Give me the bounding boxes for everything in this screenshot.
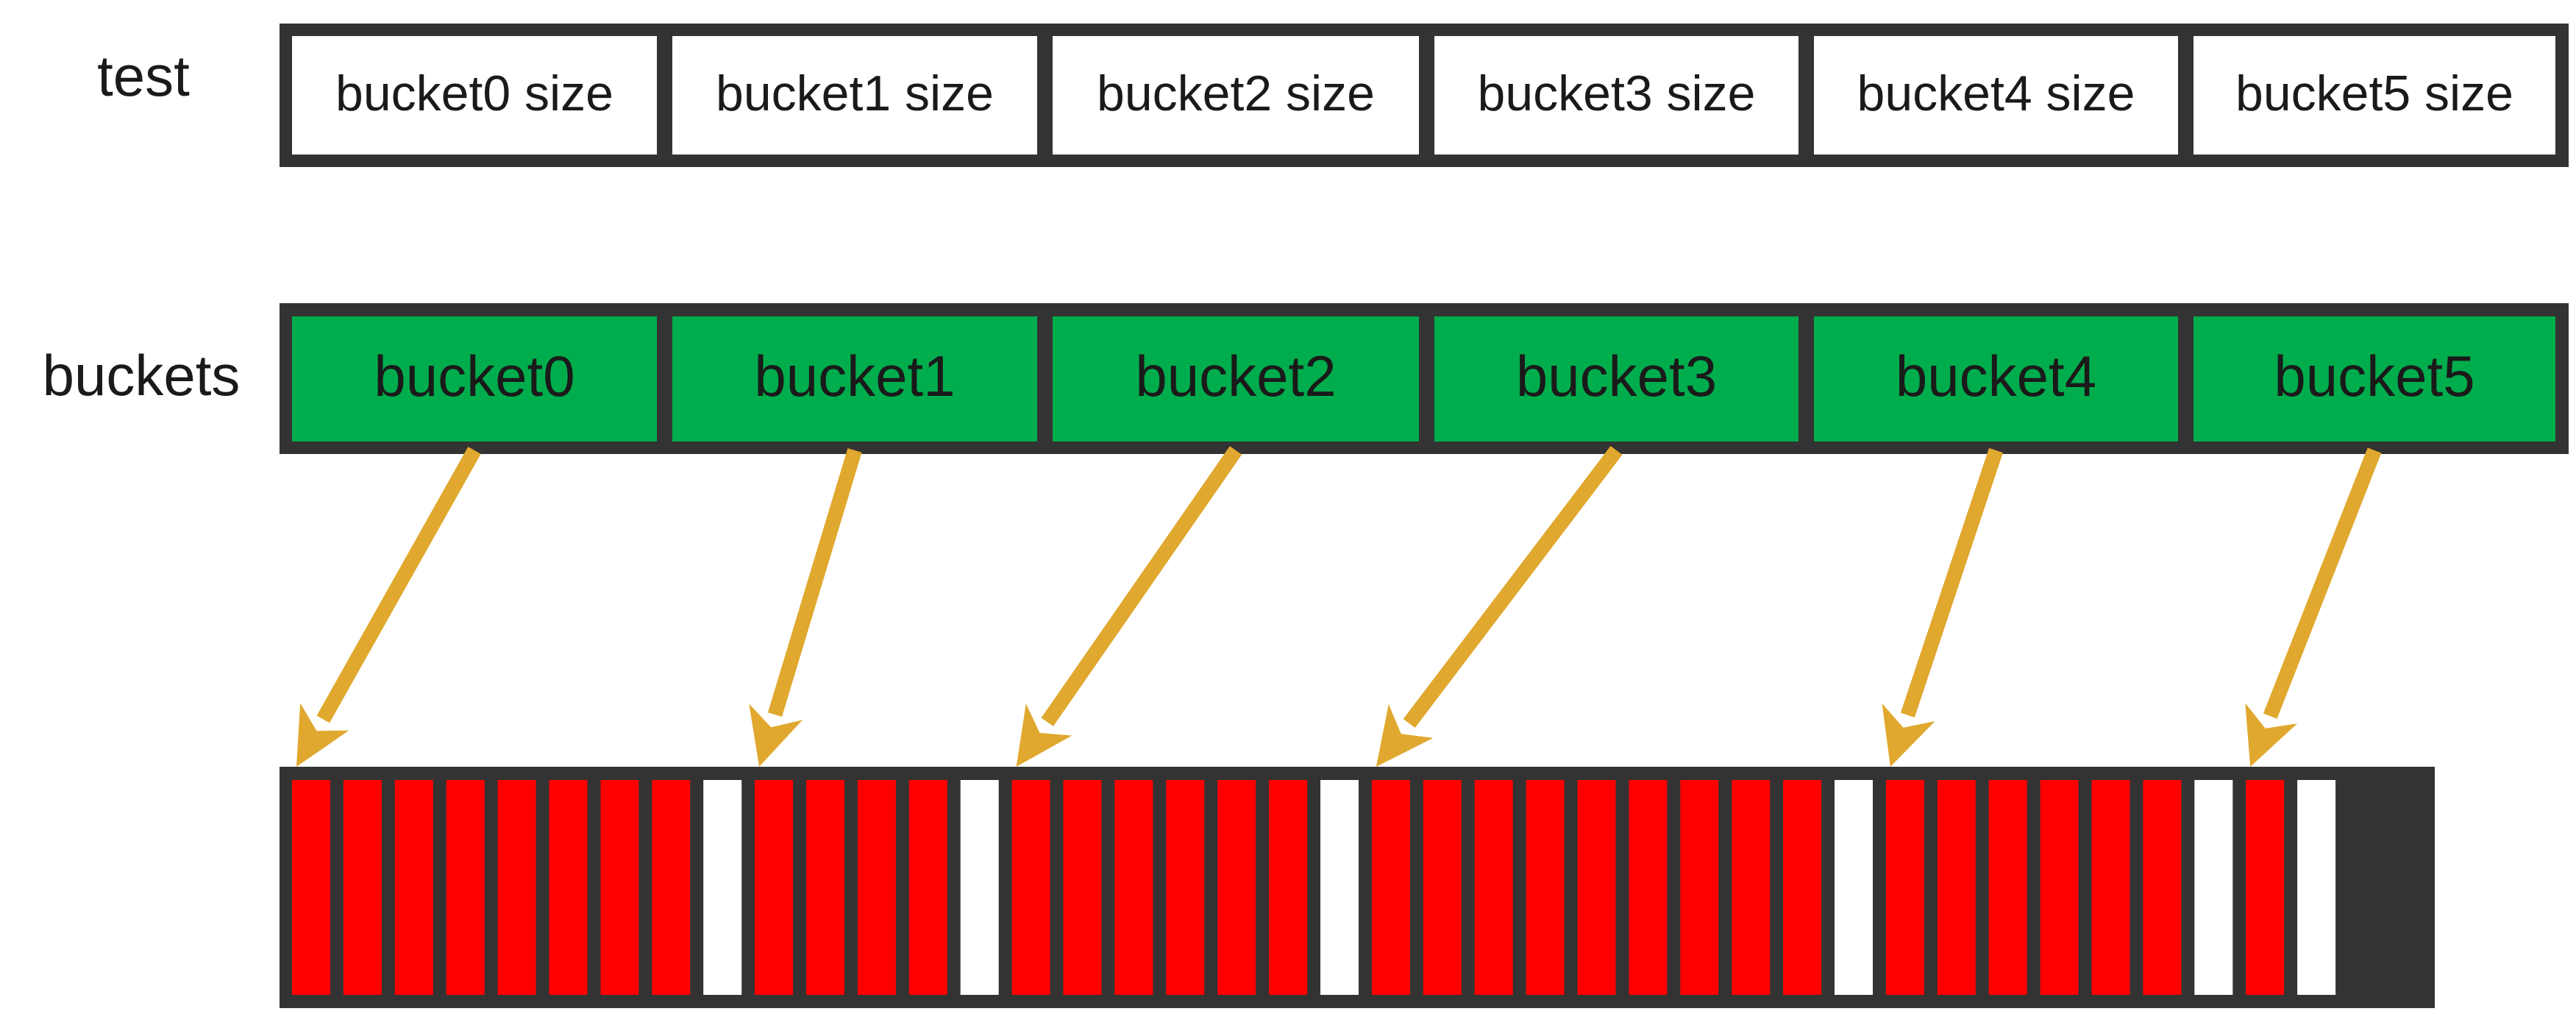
bucket-cell-5 xyxy=(2193,316,2555,442)
arrow-bucket2 xyxy=(1016,446,1242,767)
bucket-cell-label-0: bucket0 xyxy=(374,344,574,408)
bucket-cell-label-5: bucket5 xyxy=(2274,344,2474,408)
slot-12-used xyxy=(908,780,947,995)
slot-32-used xyxy=(1937,780,1976,995)
slot-27-used xyxy=(1680,780,1719,995)
slot-11-used xyxy=(857,780,896,995)
slot-8-empty xyxy=(703,780,742,995)
storage-slots xyxy=(292,780,2336,995)
size-cell-label-2: bucket2 size xyxy=(1097,65,1375,121)
slot-26-used xyxy=(1629,780,1668,995)
size-cell-3 xyxy=(1434,36,1798,155)
bucket-cell-2 xyxy=(1053,316,1419,442)
slot-23-used xyxy=(1474,780,1513,995)
arrow-bucket0 xyxy=(296,447,481,767)
row-label-buckets: buckets xyxy=(43,343,241,408)
slot-15-used xyxy=(1063,780,1102,995)
slot-37-empty xyxy=(2194,780,2233,995)
slot-2-used xyxy=(394,780,433,995)
slot-24-used xyxy=(1526,780,1565,995)
arrow-bucket1 xyxy=(749,448,862,767)
size-cell-label-1: bucket1 size xyxy=(716,65,994,121)
size-cell-0 xyxy=(292,36,657,155)
size-cell-label-5: bucket5 size xyxy=(2235,65,2513,121)
bucket-cell-label-2: bucket2 xyxy=(1135,344,1336,408)
slot-33-used xyxy=(1988,780,2027,995)
slot-4-used xyxy=(497,780,536,995)
slot-21-used xyxy=(1371,780,1410,995)
bucket-cell-label-4: bucket4 xyxy=(1896,344,2096,408)
slot-9-used xyxy=(755,780,794,995)
bucket-cell-0 xyxy=(292,316,657,442)
slot-14-used xyxy=(1011,780,1050,995)
slot-38-used xyxy=(2246,780,2285,995)
arrow-bucket4 xyxy=(1882,447,2003,767)
size-cell-label-3: bucket3 size xyxy=(1478,65,1756,121)
slot-31-used xyxy=(1885,780,1924,995)
slot-5-used xyxy=(549,780,588,995)
slot-3-used xyxy=(446,780,485,995)
slot-29-used xyxy=(1783,780,1822,995)
test-row-cells: bucket0 size bucket1 size bucket2 size buck… xyxy=(292,36,2555,155)
bucket-pointer-arrows xyxy=(296,445,2382,767)
bucket-cell-3 xyxy=(1434,316,1798,442)
size-cell-label-0: bucket0 size xyxy=(335,65,613,121)
slot-6-used xyxy=(600,780,639,995)
buckets-row-frame xyxy=(280,303,2569,454)
arrow-bucket5 xyxy=(2245,447,2382,767)
bucket-cell-label-1: bucket1 xyxy=(754,344,955,408)
slot-20-empty xyxy=(1320,780,1359,995)
size-cell-label-4: bucket4 size xyxy=(1857,65,2135,121)
size-cell-2 xyxy=(1053,36,1419,155)
slot-22-used xyxy=(1423,780,1462,995)
slot-28-used xyxy=(1732,780,1771,995)
size-cell-1 xyxy=(672,36,1037,155)
slot-10-used xyxy=(806,780,844,995)
test-row-frame xyxy=(280,24,2569,167)
bucket-row-cells: bucket0 bucket1 bucket2 bucket3 bucket4 bucke… xyxy=(292,316,2555,442)
slot-17-used xyxy=(1166,780,1205,995)
bucket-cell-label-3: bucket3 xyxy=(1516,344,1717,408)
slot-30-empty xyxy=(1835,780,1873,995)
slot-13-empty xyxy=(960,780,999,995)
size-cell-4 xyxy=(1814,36,2178,155)
slot-16-used xyxy=(1114,780,1153,995)
slot-34-used xyxy=(2040,780,2079,995)
slot-39-empty xyxy=(2297,780,2336,995)
slot-18-used xyxy=(1217,780,1256,995)
slot-19-used xyxy=(1269,780,1308,995)
size-cell-5 xyxy=(2193,36,2555,155)
bucket-cell-1 xyxy=(672,316,1037,442)
row-label-test: test xyxy=(97,43,190,108)
bucket-cell-4 xyxy=(1814,316,2178,442)
slot-1-used xyxy=(343,780,382,995)
slot-35-used xyxy=(2091,780,2130,995)
slot-0-used xyxy=(292,780,330,995)
arrow-bucket3 xyxy=(1376,445,1623,767)
slot-7-used xyxy=(652,780,691,995)
slot-36-used xyxy=(2143,780,2182,995)
slot-25-used xyxy=(1577,780,1616,995)
